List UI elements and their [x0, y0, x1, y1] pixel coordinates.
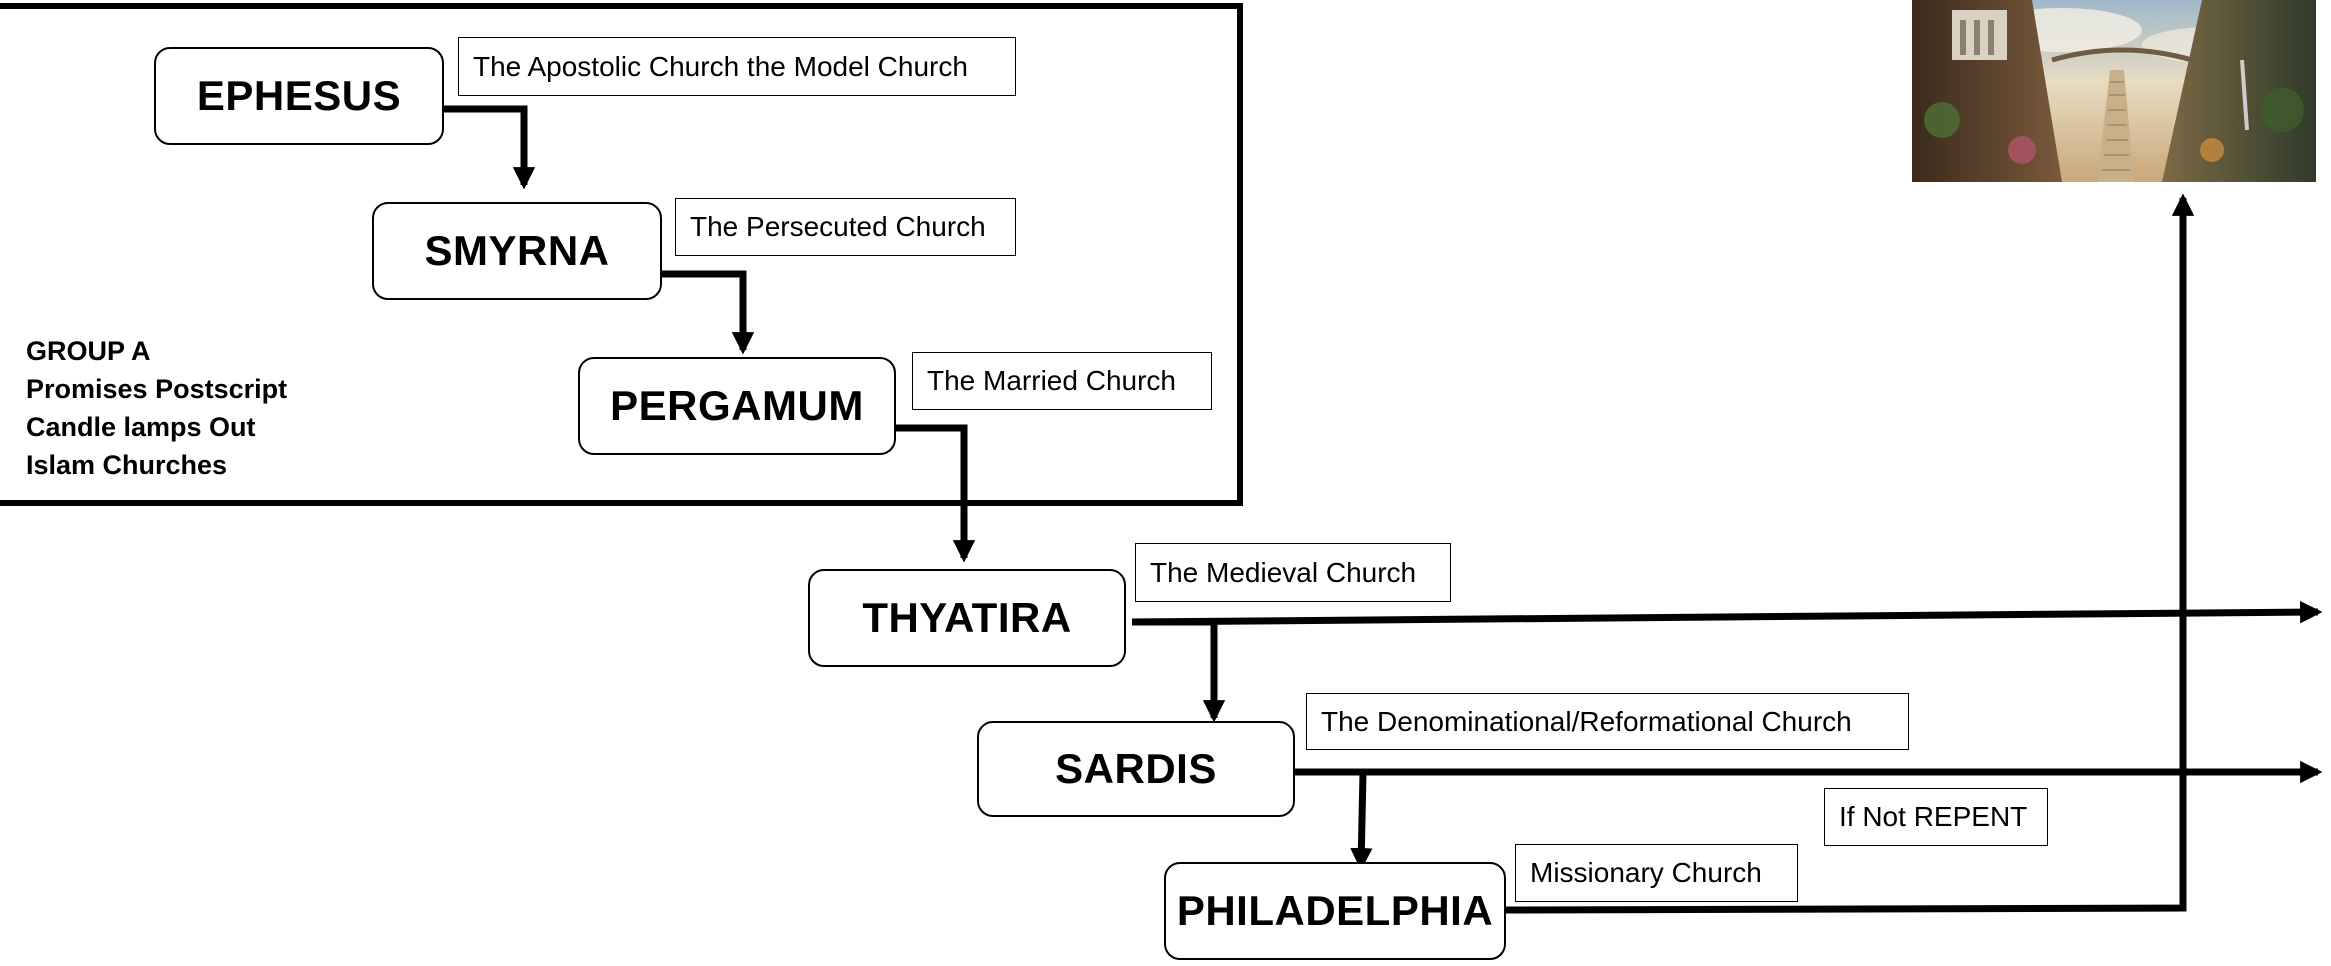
- arrow-thyatira-right: [1131, 600, 2323, 626]
- church-sardis: SARDIS: [977, 721, 1295, 817]
- church-philadelphia: PHILADELPHIA: [1164, 862, 1506, 960]
- heavenly-stairway-image: [1912, 0, 2316, 182]
- connector-ephesus-smyrna: [443, 105, 536, 190]
- church-pergamum: PERGAMUM: [578, 357, 896, 455]
- group-a-note: GROUP A Promises Postscript Candle lamps…: [26, 332, 287, 484]
- description-thyatira: The Medieval Church: [1135, 543, 1451, 602]
- group-note-line: Islam Churches: [26, 450, 228, 480]
- group-note-line: Promises Postscript: [26, 374, 288, 404]
- church-smyrna: SMYRNA: [372, 202, 662, 300]
- group-a-bracket: [0, 3, 1243, 506]
- church-thyatira: THYATIRA: [808, 569, 1126, 667]
- group-note-line: Candle lamps Out: [26, 412, 256, 442]
- description-ephesus: The Apostolic Church the Model Church: [458, 37, 1016, 96]
- description-sardis: The Denominational/Reformational Church: [1306, 693, 1909, 750]
- if-not-repent-label: If Not REPENT: [1824, 788, 2048, 846]
- connector-pergamum-thyatira: [884, 424, 976, 563]
- connector-smyrna-pergamum: [661, 270, 755, 355]
- arrow-philadelphia-up: [1505, 193, 2195, 914]
- description-smyrna: The Persecuted Church: [675, 198, 1016, 256]
- description-pergamum: The Married Church: [912, 352, 1212, 410]
- description-philadelphia: Missionary Church: [1515, 844, 1798, 902]
- connector-thyatira-sardis: [1132, 618, 1226, 723]
- church-ephesus: EPHESUS: [154, 47, 444, 145]
- group-note-line: GROUP A: [26, 336, 151, 366]
- connector-sardis-philadelphia: [1350, 769, 1373, 871]
